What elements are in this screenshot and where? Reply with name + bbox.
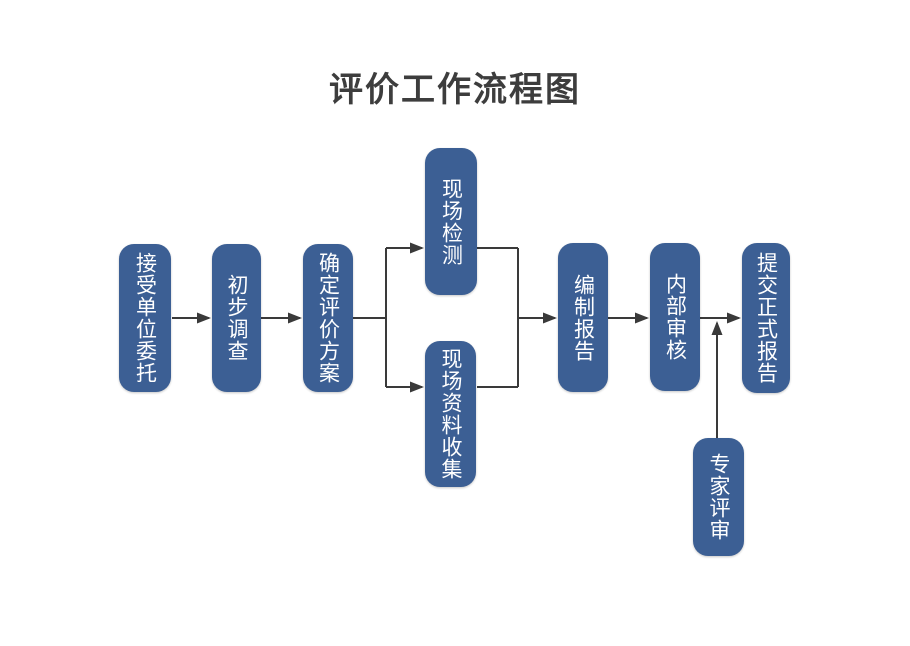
node-label: 初步调查 <box>225 274 248 362</box>
flow-node-preliminary-survey: 初步调查 <box>212 244 261 392</box>
node-label: 接受单位委托 <box>133 252 157 384</box>
flow-node-accept-commission: 接受单位委托 <box>119 244 171 392</box>
connector-testing-collection-merge <box>477 247 519 388</box>
connector-plan-split <box>353 248 387 387</box>
flow-node-determine-evaluation-plan: 确定评价方案 <box>303 244 353 392</box>
node-label: 提交正式报告 <box>754 252 778 384</box>
node-label: 编制报告 <box>571 273 595 362</box>
diagram-title: 评价工作流程图 <box>329 71 581 109</box>
node-label: 专家评审 <box>707 453 730 541</box>
node-label: 确定评价方案 <box>316 252 340 384</box>
node-label: 现场资料收集 <box>439 348 462 480</box>
flow-node-site-testing: 现场检测 <box>425 148 477 295</box>
flow-node-internal-review: 内部审核 <box>650 243 700 391</box>
flow-node-site-data-collection: 现场资料收集 <box>425 341 476 487</box>
flow-node-submit-final-report: 提交正式报告 <box>742 243 790 393</box>
node-label: 内部审核 <box>663 273 687 361</box>
flow-node-compile-report: 编制报告 <box>558 243 608 392</box>
node-label: 现场检测 <box>439 177 463 266</box>
flow-node-expert-review: 专家评审 <box>693 438 744 556</box>
